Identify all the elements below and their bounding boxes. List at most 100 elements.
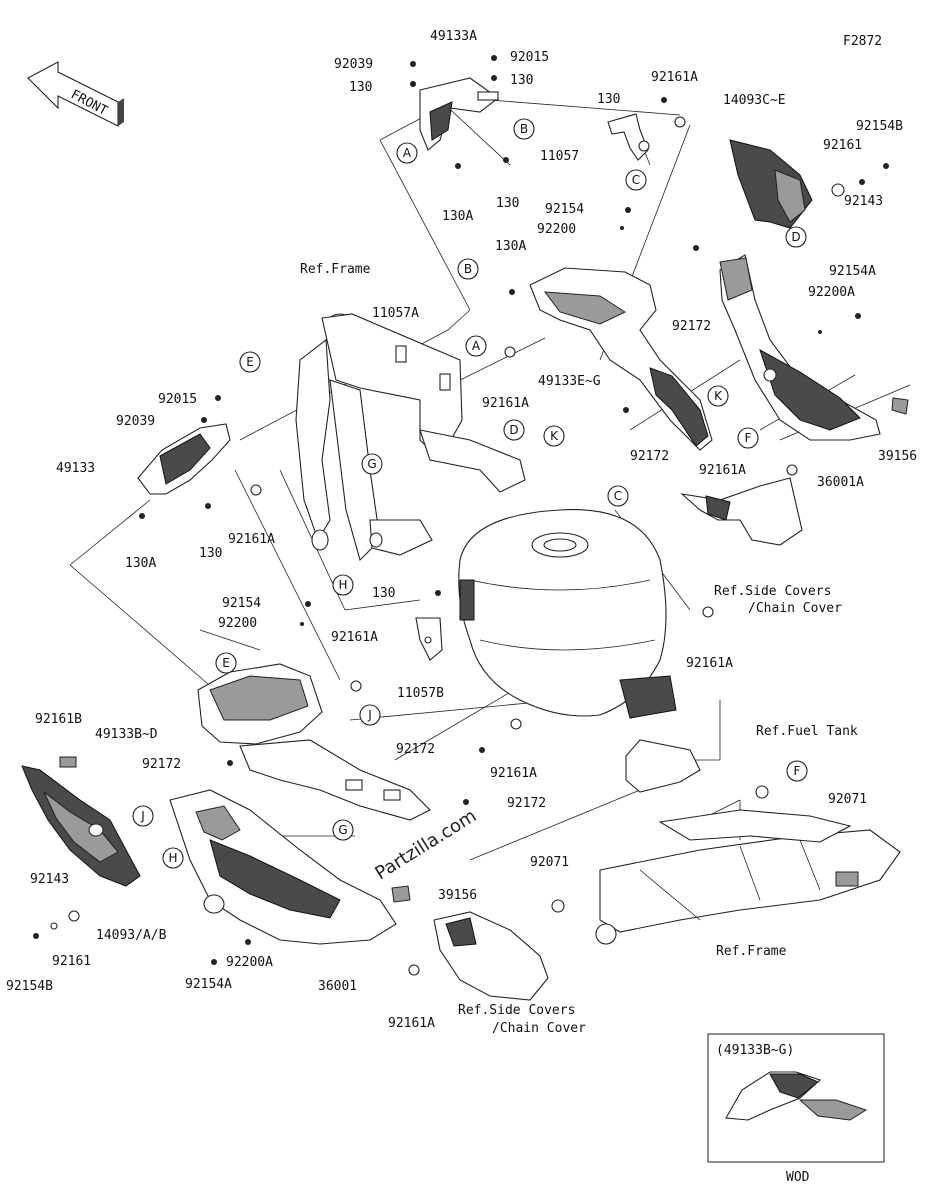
part-130A-left: 130A [125,556,156,571]
reference-letter-markers: A B C D B A D K K E G H F C E J J G H F [132,118,808,869]
letter-D1: D [791,230,800,244]
part-14093C-E: 14093C~E [723,93,786,108]
part-11057B: 11057B [397,686,444,701]
part-92161-top: 92161 [823,138,862,153]
letter-H2: H [168,851,177,865]
part-14093AB: 14093/A/B [96,928,167,943]
letter-J1: J [367,708,372,722]
part-49133E-G: 49133E~G [538,374,601,389]
part-92154-mid: 92154 [222,596,261,611]
lower-cowl-36001 [169,789,397,945]
part-36001A: 36001A [817,475,864,490]
watermark-text: Partzilla.com [372,805,481,884]
side-cover-ref-upper [680,477,803,546]
part-92143-top: 92143 [844,194,883,209]
letter-J2: J [140,809,145,823]
letter-B2: B [464,262,472,276]
emblem-39156-bottom [391,885,411,903]
part-92161A-top: 92161A [651,70,698,85]
part-92200A-bottom: 92200A [226,955,273,970]
part-92172-left: 92172 [142,757,181,772]
part-130-top-right: 130 [510,73,533,88]
letter-D2: D [509,423,518,437]
part-92161A-mid: 92161A [482,396,529,411]
reference-labels: Ref.Frame Ref.Side Covers /Chain Cover R… [300,262,858,1036]
letter-F1: F [745,431,752,445]
letter-K2: K [714,389,723,403]
part-92172-lower: 92172 [507,796,546,811]
part-92039-top: 92039 [334,57,373,72]
part-11057A: 11057A [372,306,419,321]
ref-frame-bottom: Ref.Frame [716,944,787,959]
letter-A1: A [403,146,412,160]
ref-frame-top: Ref.Frame [300,262,371,277]
figure-code: F2872 [843,34,882,49]
ref-side-covers-lower-2: /Chain Cover [492,1021,586,1036]
part-130A-mid: 130A [495,239,526,254]
letter-E1: E [246,355,254,369]
part-92143-left: 92143 [30,872,69,887]
side-cover-14093AB [21,756,141,887]
letter-F2: F [794,764,801,778]
part-92154-top: 92154 [545,202,584,217]
side-cover-ref-lower [433,911,549,1001]
part-92154A-top: 92154A [829,264,876,279]
part-92161B: 92161B [35,712,82,727]
part-49133A: 49133A [430,29,477,44]
part-11057: 11057 [540,149,579,164]
part-92154B-top: 92154B [856,119,903,134]
upper-frame-ref [295,313,526,562]
letter-H1: H [338,578,347,592]
letter-G1: G [367,457,376,471]
hardware-fasteners [33,55,889,976]
ref-fuel-tank: Ref.Fuel Tank [756,724,858,739]
letter-C2: C [614,489,622,503]
ref-side-covers-lower-1: Ref.Side Covers [458,1003,575,1018]
inset-title: (49133B~G) [716,1043,794,1058]
part-92161A-left: 92161A [228,532,275,547]
part-92161A-lower: 92161A [490,766,537,781]
part-92071-center: 92071 [530,855,569,870]
part-49133: 49133 [56,461,95,476]
part-92039-left: 92039 [116,414,155,429]
inset-code: WOD [786,1170,810,1185]
part-130-top-left: 130 [349,80,372,95]
front-direction-arrow: FRONT [27,61,124,127]
part-92161A-right: 92161A [699,463,746,478]
part-92172-center: 92172 [396,742,435,757]
part-92161-left: 92161 [52,954,91,969]
inner-cover-36001A [719,254,881,441]
side-cowl-49133B-D [197,663,323,745]
letter-K1: K [550,429,559,443]
bracket-49133A [419,77,499,151]
part-92161A-center: 92161A [331,630,378,645]
letter-A2: A [472,339,481,353]
letter-C1: C [632,173,640,187]
part-92071-right: 92071 [828,792,867,807]
part-36001: 36001 [318,979,357,994]
part-92161A-tank: 92161A [686,656,733,671]
part-92200-top: 92200 [537,222,576,237]
part-92200A-top: 92200A [808,285,855,300]
tank-mount-bracket [625,739,701,793]
part-92015-left: 92015 [158,392,197,407]
part-92154A-bottom: 92154A [185,977,232,992]
part-130-center: 130 [372,586,395,601]
emblem-39156-top [891,397,909,415]
part-49133B-D: 49133B~D [95,727,158,742]
lower-stay [239,739,431,821]
part-92172-mid: 92172 [630,449,669,464]
cover-14093C-E [729,139,813,229]
part-number-labels: 49133A 92015 92039 130 130 130A 130 9216… [6,29,917,1031]
part-92161A-bottom: 92161A [388,1016,435,1031]
inner-cover-49133E-G [529,267,713,451]
bracket-11057B [415,617,443,661]
letter-B1: B [520,122,528,136]
ref-side-covers-upper-2: /Chain Cover [748,601,842,616]
part-92200-mid: 92200 [218,616,257,631]
part-92015-top: 92015 [510,50,549,65]
ref-side-covers-upper-1: Ref.Side Covers [714,584,831,599]
part-130-left: 130 [199,546,222,561]
part-92172-upper-right: 92172 [672,319,711,334]
